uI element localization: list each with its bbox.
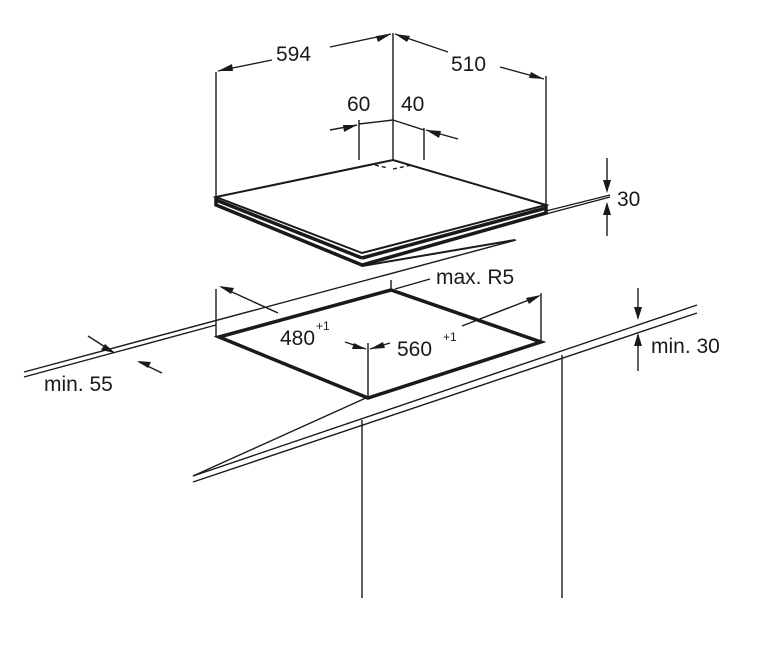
- label-corner-radius: max. R5: [436, 266, 514, 289]
- label-min-front-gap: min. 55: [44, 373, 113, 396]
- label-min-worktop: min. 30: [651, 335, 720, 358]
- dim-min-front: [87, 335, 163, 374]
- label-hob-height: 30: [617, 188, 640, 211]
- label-depth-total: 510: [451, 53, 486, 76]
- label-cutout-depth: 480: [280, 327, 315, 350]
- label-offset-left: 60: [347, 93, 370, 116]
- dim-width-depth: [215, 33, 547, 205]
- label-cutout-depth-tolerance: +1: [316, 319, 330, 333]
- hob-body: [212, 158, 550, 267]
- label-width-total: 594: [276, 43, 311, 66]
- label-cutout-width: 560: [397, 338, 432, 361]
- label-offset-right: 40: [401, 93, 424, 116]
- dim-hob-height: [545, 158, 611, 236]
- cutout: [213, 278, 547, 400]
- label-cutout-width-tolerance: +1: [443, 330, 457, 344]
- worktop: [23, 239, 698, 598]
- dim-offsets: [329, 119, 459, 160]
- dim-min-worktop: [634, 288, 642, 371]
